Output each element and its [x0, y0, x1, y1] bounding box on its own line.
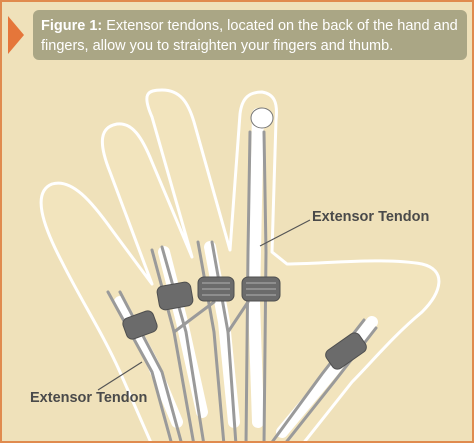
leader-line-top [259, 219, 311, 247]
tendon-crosslink-2 [226, 300, 250, 334]
figure-caption: Figure 1: Extensor tendons, located on t… [33, 10, 467, 60]
sheath-pinky [122, 310, 158, 340]
label-extensor-tendon-top: Extensor Tendon [312, 209, 430, 225]
tendon-middle-1 [196, 240, 226, 441]
tendon-pinky-1 [106, 290, 173, 441]
tendon-index-1 [244, 130, 252, 441]
caption-label: Figure 1: [41, 18, 103, 34]
label-extensor-tendon-bottom: Extensor Tendon [30, 390, 148, 406]
sheath-ring [156, 281, 194, 311]
tendon-ring-2 [160, 245, 205, 441]
leader-line-bottom [97, 361, 143, 391]
caption-arrow-icon [8, 16, 24, 54]
fingertip-bone [250, 107, 274, 129]
sheath-thumb [325, 332, 367, 370]
tendon-crosslink-1 [172, 300, 216, 334]
caption-text: Extensor tendons, located on the back of… [41, 18, 458, 54]
tendon-index-2 [262, 130, 268, 441]
bone-index [247, 108, 264, 428]
